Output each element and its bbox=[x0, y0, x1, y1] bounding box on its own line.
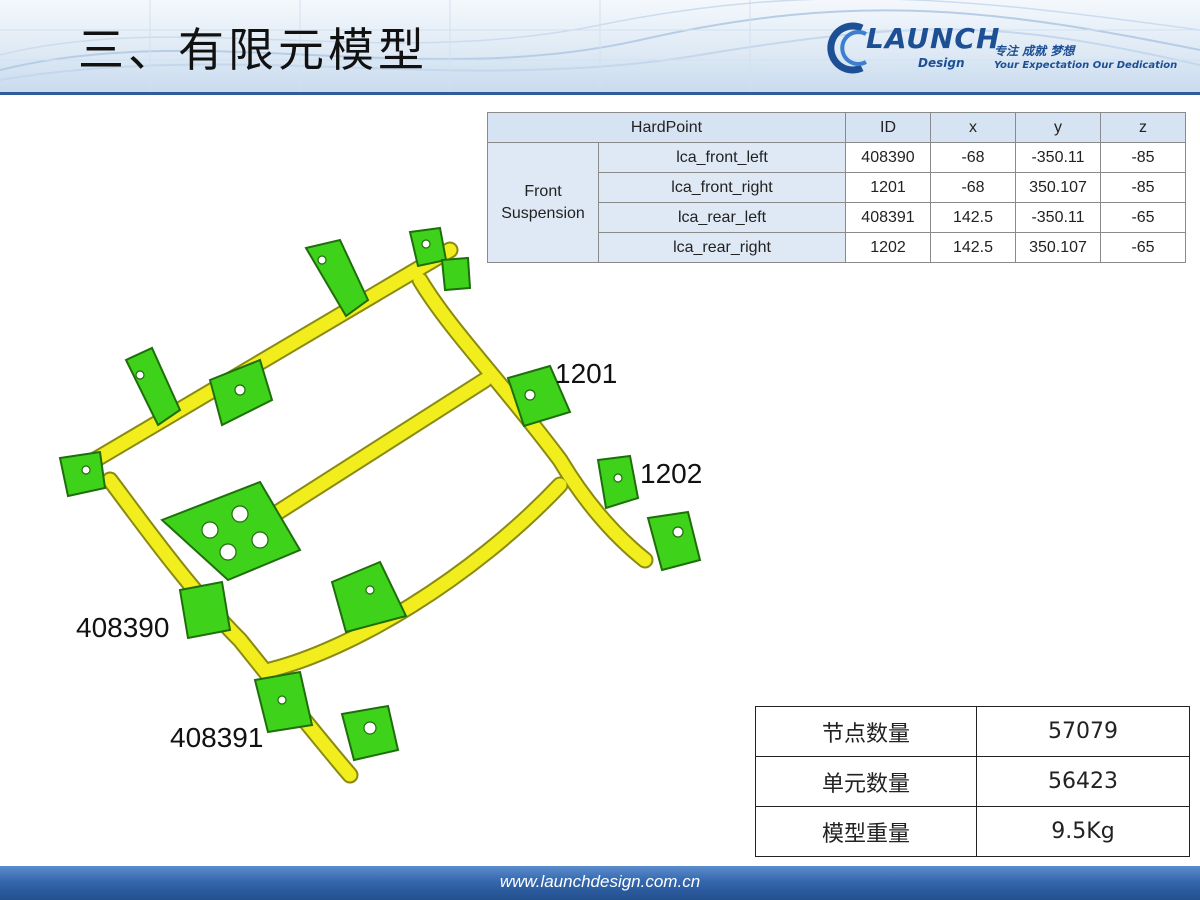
callout-408391: 408391 bbox=[170, 722, 264, 753]
footer-url: www.launchdesign.com.cn bbox=[499, 872, 701, 891]
col-header-x: x bbox=[930, 112, 1016, 143]
hardpoint-z: -65 bbox=[1100, 202, 1186, 233]
hardpoint-z: -85 bbox=[1100, 172, 1186, 203]
hardpoint-table: HardPoint ID x y z Front Suspension lca_… bbox=[487, 112, 1186, 263]
callout-408390: 408390 bbox=[76, 612, 170, 643]
hardpoint-name: lca_front_right bbox=[598, 172, 846, 203]
stats-label: 节点数量 bbox=[755, 706, 977, 757]
col-header-id: ID bbox=[845, 112, 931, 143]
hardpoint-id: 1201 bbox=[845, 172, 931, 203]
stats-label: 单元数量 bbox=[755, 756, 977, 807]
hardpoint-y: 350.107 bbox=[1015, 172, 1101, 203]
logo-sub-text: Design bbox=[918, 56, 965, 70]
table-row: lca_rear_right 1202 142.5 350.107 -65 bbox=[488, 232, 1186, 263]
hardpoint-table-header: HardPoint ID x y z bbox=[487, 112, 1186, 143]
group-label-line1: Front bbox=[524, 182, 562, 200]
logo-brand-text: LAUNCH bbox=[866, 22, 1001, 55]
callout-1201: 1201 bbox=[555, 358, 618, 389]
stats-value: 9.5Kg bbox=[976, 806, 1190, 857]
hardpoint-y: -350.11 bbox=[1015, 142, 1101, 173]
stats-value: 56423 bbox=[976, 756, 1190, 807]
hardpoint-name: lca_front_left bbox=[598, 142, 846, 173]
model-stats-table: 节点数量 57079 单元数量 56423 模型重量 9.5Kg bbox=[755, 706, 1190, 857]
group-label-line2: Suspension bbox=[501, 204, 585, 222]
logo-swoosh-icon bbox=[827, 22, 867, 74]
header-wave-decoration bbox=[0, 0, 1200, 92]
subframe-fe-model-illustration bbox=[58, 226, 702, 784]
table-row: Front Suspension lca_front_left 408390 -… bbox=[487, 142, 1186, 263]
footer-bar: www.launchdesign.com.cn bbox=[0, 866, 1200, 900]
hardpoint-name: lca_rear_right bbox=[598, 232, 846, 263]
hardpoint-z: -65 bbox=[1100, 232, 1186, 263]
logo-chinese-slogan: 专注 成就 梦想 bbox=[994, 44, 1075, 58]
header-divider bbox=[0, 92, 1200, 95]
header-band: 三、有限元模型 LAUNCH Design 专注 成就 梦想 Your Expe… bbox=[0, 0, 1200, 92]
hardpoint-x: -68 bbox=[930, 142, 1016, 173]
hardpoint-id: 1202 bbox=[845, 232, 931, 263]
col-header-hardpoint: HardPoint bbox=[487, 112, 846, 143]
hardpoint-x: -68 bbox=[930, 172, 1016, 203]
hardpoint-y: 350.107 bbox=[1015, 232, 1101, 263]
page-title: 三、有限元模型 bbox=[78, 23, 428, 77]
launch-design-logo: LAUNCH Design 专注 成就 梦想 Your Expectation … bbox=[822, 18, 1192, 80]
hardpoint-x: 142.5 bbox=[930, 232, 1016, 263]
stats-value: 57079 bbox=[976, 706, 1190, 757]
col-header-y: y bbox=[1015, 112, 1101, 143]
hardpoint-x: 142.5 bbox=[930, 202, 1016, 233]
stats-label: 模型重量 bbox=[755, 806, 977, 857]
logo-tagline: Your Expectation Our Dedication bbox=[994, 60, 1178, 71]
col-header-z: z bbox=[1100, 112, 1186, 143]
table-row: 单元数量 56423 bbox=[755, 756, 1190, 807]
hardpoint-id: 408391 bbox=[845, 202, 931, 233]
table-row: 节点数量 57079 bbox=[755, 706, 1190, 757]
table-row: 模型重量 9.5Kg bbox=[755, 806, 1190, 857]
hardpoint-name: lca_rear_left bbox=[598, 202, 846, 233]
hardpoint-y: -350.11 bbox=[1015, 202, 1101, 233]
callout-1202: 1202 bbox=[640, 458, 703, 489]
table-row: lca_rear_left 408391 142.5 -350.11 -65 bbox=[488, 202, 1186, 233]
hardpoint-z: -85 bbox=[1100, 142, 1186, 173]
hardpoint-id: 408390 bbox=[845, 142, 931, 173]
group-cell-front-suspension: Front Suspension bbox=[487, 142, 599, 263]
